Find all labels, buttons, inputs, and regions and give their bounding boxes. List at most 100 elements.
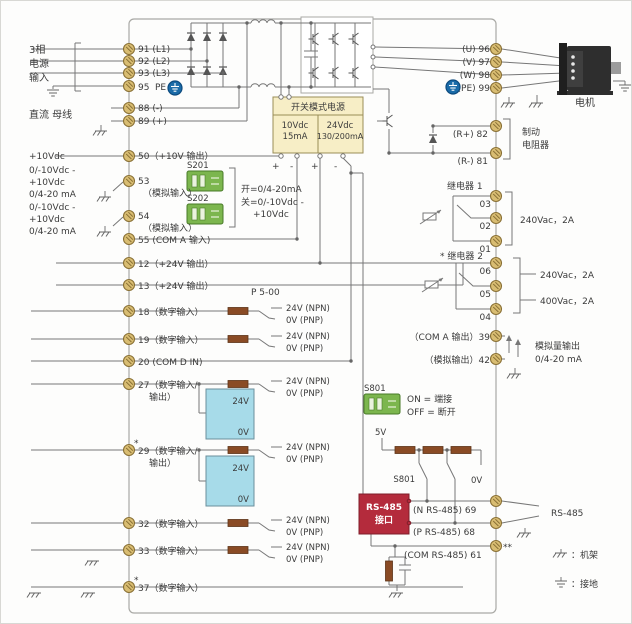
- terminal-92: [122, 54, 136, 68]
- terminal-18: [122, 304, 136, 318]
- shield-chassis-icon-1: [84, 560, 100, 566]
- terminal-97: [489, 55, 503, 69]
- terminal-53-label: 53: [138, 177, 149, 187]
- terminal-53: [122, 174, 136, 188]
- motor-shield-chassis-1: [500, 102, 516, 108]
- relay1-rating: 240Vac，2A: [520, 216, 575, 226]
- rs485-p-label: (P RS-485) 68: [413, 528, 475, 538]
- pe-label: PE: [155, 83, 166, 93]
- relay1-block: 继电器 1 240Vac，2A: [419, 180, 575, 226]
- phase-label-1: 3相: [29, 43, 45, 56]
- analog-out-label2: 0/4-20 mA: [535, 355, 583, 365]
- ai2-chassis-icon: [96, 231, 112, 237]
- terminal-95: [122, 79, 136, 93]
- terminal-89: [122, 114, 136, 128]
- rs485-resistor: [385, 560, 393, 582]
- s201-switch-icon[interactable]: [186, 170, 224, 192]
- ai2-range2: +10Vdc: [29, 215, 65, 225]
- mains-earth-icon: [46, 89, 60, 97]
- wiring-main: [31, 22, 626, 591]
- dc-bus-label: 直流 母线: [29, 108, 72, 121]
- npn-pnp-labels: 24V (NPN)0V (PNP) 24V (NPN)0V (PNP) 24V …: [286, 304, 330, 565]
- rs485-interface-box: [358, 493, 410, 535]
- terminal-55-label: 55 (COM A 输入): [138, 234, 210, 246]
- pe-icon-left: [167, 80, 183, 96]
- terminal-68: [489, 516, 503, 530]
- smps-current: 130/200mA: [317, 132, 364, 141]
- terminal-88-label: 88 (-): [138, 104, 163, 114]
- shield-chassis-icon-3: [80, 592, 96, 598]
- s801-off-note: OFF = 断开: [407, 406, 456, 418]
- terminal-01-label: 01: [480, 245, 491, 255]
- terminal-32: [122, 516, 136, 530]
- terminal-27-label: 27（数字输入/: [138, 379, 198, 391]
- legend-chassis-label: ：机架: [571, 549, 598, 561]
- terminal-02-label: 02: [480, 222, 491, 232]
- dio27-24v: 24V: [232, 397, 249, 407]
- brake-label2: 电阻器: [522, 139, 549, 151]
- terminal-12-label: 12（+24V 输出）: [138, 258, 213, 270]
- smps-minus1: -: [290, 162, 293, 172]
- terminal-42: [489, 352, 503, 366]
- terminal-29-star: *: [134, 439, 139, 449]
- terminal-01: [489, 234, 503, 248]
- s801-5v: 5V: [375, 428, 386, 438]
- s801-on-note: ON = 端接: [407, 393, 452, 405]
- terminal-12: [122, 256, 136, 270]
- rs485-n-label: (N RS-485) 69: [413, 506, 477, 516]
- ai1-range3: 0/4-20 mA: [29, 190, 77, 200]
- terminal-33: [122, 543, 136, 557]
- rs485-cable-label: RS-485: [551, 509, 583, 519]
- s801-label2: S801: [393, 475, 415, 485]
- ai1-range1: 0/-10Vdc -: [29, 166, 75, 176]
- terminals-right: (U) 96 (V) 97 (W) 98 (PE) 99 (R+) 82 (R-…: [410, 42, 503, 553]
- s20x-note-off2: +10Vdc: [253, 210, 289, 220]
- pnp-33: 0V (PNP): [286, 555, 323, 565]
- terminal-37-label: 37（数字输入）: [138, 582, 203, 594]
- pe-icon-right: [445, 79, 461, 95]
- motor-earth-icon: [618, 84, 631, 92]
- relay2-block: * 继电器 2 240Vac，2A 400Vac，2A: [421, 250, 595, 307]
- rs485-com-stars: **: [503, 543, 513, 553]
- smps-block: 开关模式电源 10Vdc 15mA 24Vdc 130/200mA + - + …: [272, 94, 364, 172]
- terminal-82: [489, 119, 503, 133]
- terminal-19: [122, 332, 136, 346]
- p500-label: P 5-00: [251, 288, 280, 298]
- terminal-81: [489, 146, 503, 160]
- smps-title: 开关模式电源: [291, 101, 345, 113]
- terminals-left: 91 (L1) 92 (L2) 93 (L3) 95 PE 88 (-) 89 …: [122, 42, 213, 594]
- terminal-06: [489, 256, 503, 270]
- s801-label: S801: [364, 384, 386, 394]
- rs485-box-line2: 接口: [375, 514, 393, 526]
- terminal-13-label: 13（+24V 输出）: [138, 280, 213, 292]
- dio-mode-box-29: 24V 0V: [205, 455, 255, 507]
- v10-label: +10Vdc: [29, 152, 65, 162]
- terminal-54-label: 54: [138, 212, 150, 222]
- s20x-note-on: 开=0/4-20mA: [241, 184, 302, 195]
- terminal-39-label: （COM A 输出）39: [410, 331, 491, 343]
- pnp-32: 0V (PNP): [286, 528, 323, 538]
- s202-switch-icon[interactable]: [186, 203, 224, 225]
- terminal-98-label: (W) 98: [460, 71, 491, 81]
- pnp-27: 0V (PNP): [286, 389, 323, 399]
- terminal-93-label: 93 (L3): [138, 69, 170, 79]
- dio27-0v: 0V: [238, 428, 249, 438]
- dio29-24v: 24V: [232, 464, 249, 474]
- dc-choke-top: [250, 19, 276, 24]
- terminal-55: [122, 232, 136, 246]
- inverter-box: [300, 16, 374, 94]
- terminal-50-label: 50（+10V 输出）: [138, 150, 213, 162]
- terminal-99-label: (PE) 99: [458, 84, 491, 94]
- terminal-04-label: 04: [480, 313, 492, 323]
- terminal-95-label: 95: [138, 83, 149, 93]
- terminal-69: [489, 494, 503, 508]
- s201-s202-block: S201 S202 开=0/4-20mA 关=0/-10Vdc - +10Vdc: [186, 161, 304, 225]
- terminal-91: [122, 42, 136, 56]
- terminal-05: [489, 279, 503, 293]
- pnp-18: 0V (PNP): [286, 316, 323, 326]
- npn-19: 24V (NPN): [286, 332, 330, 342]
- npn-33: 24V (NPN): [286, 543, 330, 553]
- relay1-title: 继电器 1: [447, 180, 483, 192]
- terminal-54: [122, 209, 136, 223]
- s801-switch-icon[interactable]: [363, 393, 401, 415]
